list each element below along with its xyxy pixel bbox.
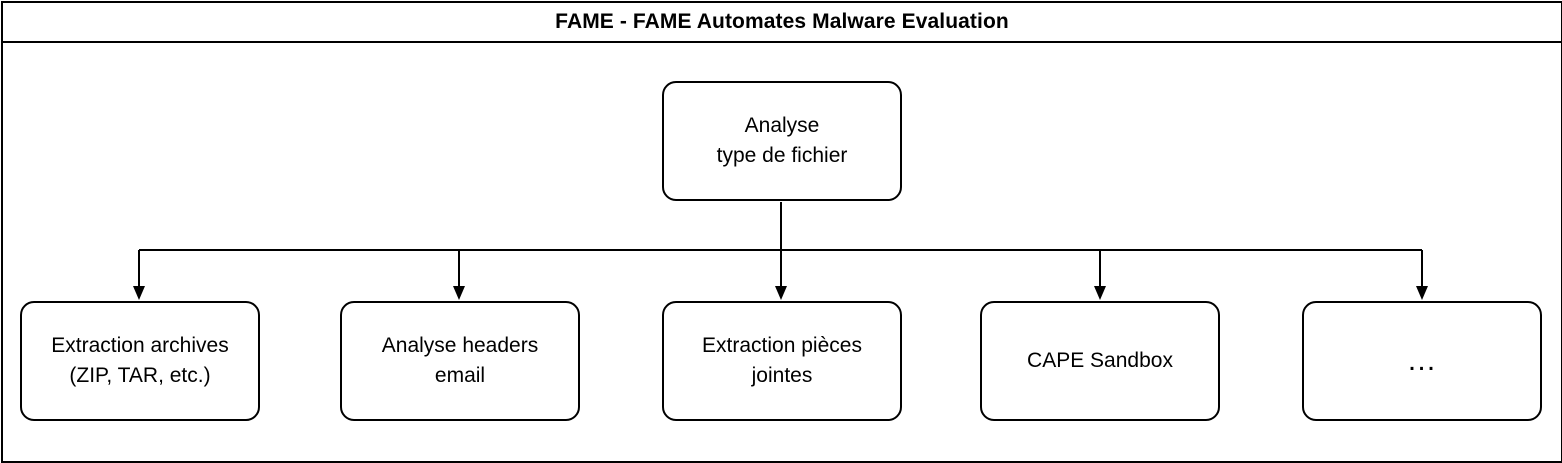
node-label-line: jointes [751,364,813,387]
node-analyse-headers-email: Analyse headers email [340,301,580,421]
node-label-line: type de fichier [716,144,848,167]
node-label-line: CAPE Sandbox [1027,349,1173,372]
node-cape-sandbox: CAPE Sandbox [980,301,1220,421]
container-header: FAME - FAME Automates Malware Evaluation [3,3,1561,43]
node-label-line: Analyse headers [381,334,539,357]
node-analyse-type-fichier: Analyse type de fichier [662,81,902,201]
node-label-line: Extraction pièces [702,334,862,357]
container-title: FAME - FAME Automates Malware Evaluation [555,10,1009,33]
node-more-ellipsis: … [1302,301,1542,421]
node-label-line: … [1406,344,1438,377]
node-label-line: (ZIP, TAR, etc.) [69,364,211,387]
node-extraction-pieces-jointes: Extraction pièces jointes [662,301,902,421]
node-label-line: Analyse [744,114,820,137]
node-label-line: email [434,364,486,387]
node-extraction-archives: Extraction archives (ZIP, TAR, etc.) [20,301,260,421]
node-label-line: Extraction archives [51,334,229,357]
